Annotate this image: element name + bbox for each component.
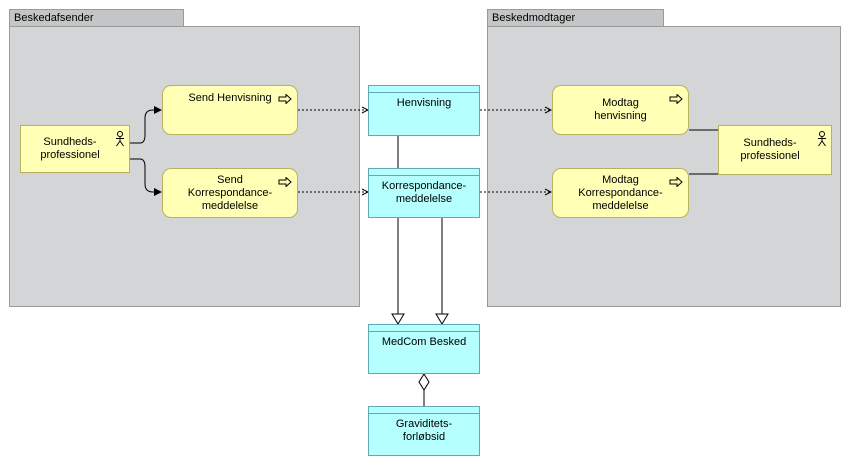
actor-sender-label: Sundheds- professionel — [40, 136, 100, 161]
process-modtag-korrespondance-label: Modtag Korrespondance- meddelelse — [578, 173, 663, 212]
process-modtag-korrespondance[interactable]: Modtag Korrespondance- meddelelse — [552, 168, 689, 218]
object-header-bar — [369, 407, 479, 414]
actor-receiver-label: Sundheds- professionel — [740, 137, 800, 162]
object-medcom-besked[interactable]: MedCom Besked — [368, 324, 480, 374]
process-arrow-icon — [669, 94, 683, 104]
object-henvisning[interactable]: Henvisning — [368, 85, 480, 136]
actor-sender[interactable]: Sundheds- professionel — [20, 125, 130, 173]
object-header-bar — [369, 325, 479, 332]
object-korrespondance-label: Korrespondance- meddelelse — [381, 180, 467, 205]
actor-stick-figure-icon — [116, 131, 124, 147]
aggregation-diamond — [418, 373, 430, 391]
specialization-arrow-henvisning — [391, 313, 405, 325]
object-henvisning-label: Henvisning — [396, 97, 452, 109]
process-modtag-henvisning[interactable]: Modtag henvisning — [552, 85, 689, 135]
process-send-korrespondance-label: Send Korrespondance- meddelelse — [187, 173, 273, 212]
object-graviditet-label: Graviditets- forløbsid — [395, 418, 453, 443]
object-medcom-besked-label: MedCom Besked — [381, 336, 467, 348]
specialization-arrow-korrespondance — [435, 313, 449, 325]
process-arrow-icon — [278, 177, 292, 187]
process-send-henvisning-label: Send Henvisning — [188, 92, 272, 104]
trigger-line-korrespondance — [130, 158, 162, 196]
object-korrespondance[interactable]: Korrespondance- meddelelse — [368, 168, 480, 218]
object-header-bar — [369, 169, 479, 176]
group-label-receiver: Beskedmodtager — [492, 12, 576, 24]
object-graviditet[interactable]: Graviditets- forløbsid — [368, 406, 480, 456]
group-label-sender: Beskedafsender — [14, 12, 94, 24]
process-arrow-icon — [669, 177, 683, 187]
group-tab-receiver: Beskedmodtager — [487, 9, 664, 27]
object-header-bar — [369, 86, 479, 93]
process-send-korrespondance[interactable]: Send Korrespondance- meddelelse — [162, 168, 298, 218]
actor-stick-figure-icon — [818, 131, 826, 147]
process-modtag-henvisning-label: Modtag henvisning — [594, 97, 647, 122]
actor-receiver[interactable]: Sundheds- professionel — [718, 125, 832, 175]
process-arrow-icon — [278, 94, 292, 104]
process-send-henvisning[interactable]: Send Henvisning — [162, 85, 298, 135]
trigger-line-henvisning — [130, 106, 162, 144]
